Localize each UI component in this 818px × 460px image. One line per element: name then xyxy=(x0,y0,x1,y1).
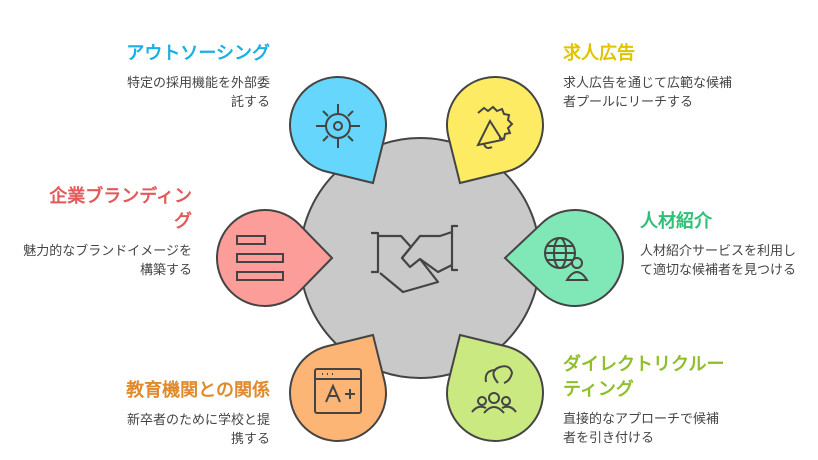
drop-shape xyxy=(503,209,624,307)
item-desc: 魅力的なブランドイメージを構築する xyxy=(23,244,192,278)
item-agency: 人材紹介 人材紹介サービスを利用して適切な候補者を見つける xyxy=(640,209,818,280)
item-desc: 新卒者のために学校と提携する xyxy=(126,413,270,447)
item-schools: 教育機関との関係 新卒者のために学校と提携する xyxy=(30,378,270,449)
drop-shape xyxy=(289,333,387,442)
people-hook-icon xyxy=(471,365,517,414)
item-desc: 求人広告を通じて広範な候補者プールにリーチする xyxy=(563,76,733,110)
layout-bars-icon xyxy=(236,235,284,281)
item-title: ダイレクトリクルーティング xyxy=(563,354,725,400)
item-desc: 人材紹介サービスを利用して適切な候補者を見つける xyxy=(640,244,797,278)
item-direct: ダイレクトリクルーティング 直接的なアプローチで候補者を引き付ける xyxy=(563,352,803,448)
item-desc: 直接的なアプローチで候補者を引き付ける xyxy=(563,412,720,446)
item-title: 教育機関との関係 xyxy=(126,380,270,401)
item-desc: 特定の採用機能を外部委託する xyxy=(126,76,270,110)
item-job-ads: 求人広告 求人広告を通じて広範な候補者プールにリーチする xyxy=(563,41,803,112)
item-title: 人材紹介 xyxy=(640,211,712,232)
item-outsourcing: アウトソーシング 特定の採用機能を外部委託する xyxy=(30,41,270,112)
megaphone-icon xyxy=(476,105,514,149)
drop-shape xyxy=(216,209,334,307)
globe-user-icon xyxy=(544,237,589,281)
item-branding: 企業ブランディング 魅力的なブランドイメージを構築する xyxy=(0,184,192,280)
drop-shape xyxy=(446,333,544,442)
item-title: アウトソーシング xyxy=(126,43,270,64)
handshake-icon xyxy=(371,224,458,294)
grade-a-plus-icon xyxy=(314,368,362,414)
gear-icon xyxy=(316,104,360,148)
item-title: 企業ブランディング xyxy=(49,186,192,232)
item-title: 求人広告 xyxy=(563,43,635,64)
